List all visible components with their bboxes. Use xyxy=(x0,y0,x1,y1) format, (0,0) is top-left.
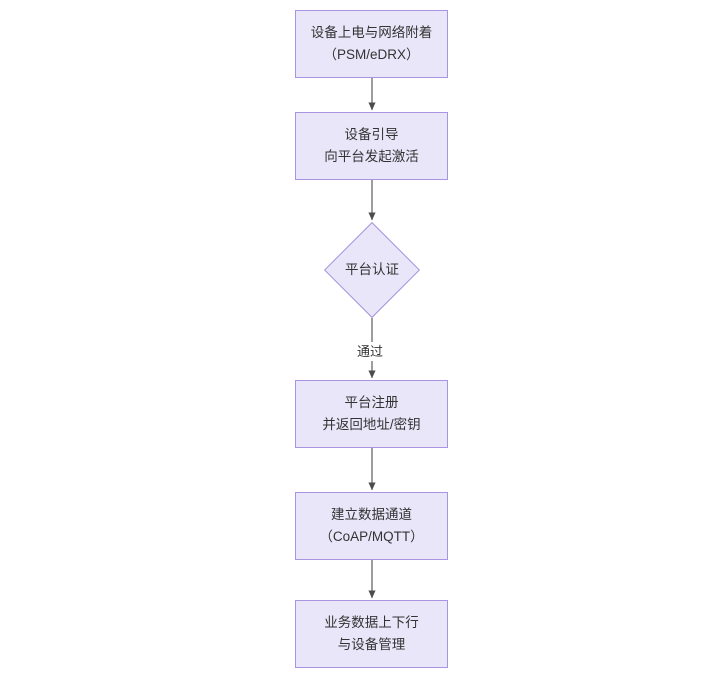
node-label-line: （CoAP/MQTT） xyxy=(319,529,424,544)
node-label-line: 业务数据上下行 xyxy=(324,615,419,630)
node-label-line: 设备上电与网络附着 xyxy=(310,25,433,40)
node-label-line: 设备引导 xyxy=(344,127,399,142)
node-label-line: 平台认证 xyxy=(345,262,399,277)
node-device-power-on[interactable]: 设备上电与网络附着 （PSM/eDRX） xyxy=(295,10,448,78)
node-platform-authentication[interactable]: 平台认证 xyxy=(323,221,421,319)
node-device-bootstrap[interactable]: 设备引导 向平台发起激活 xyxy=(295,112,448,180)
edge-label-pass: 通过 xyxy=(355,342,386,361)
node-establish-data-channel[interactable]: 建立数据通道 （CoAP/MQTT） xyxy=(295,492,448,560)
node-label-line: 建立数据通道 xyxy=(331,507,412,522)
node-label-line: （PSM/eDRX） xyxy=(323,47,420,62)
node-label-line: 并返回地址/密钥 xyxy=(322,417,421,432)
node-business-data-and-device-management[interactable]: 业务数据上下行 与设备管理 xyxy=(295,600,448,668)
node-platform-registration[interactable]: 平台注册 并返回地址/密钥 xyxy=(295,380,448,448)
node-label-line: 与设备管理 xyxy=(337,637,406,652)
node-label-line: 平台注册 xyxy=(344,395,399,410)
node-label-line: 向平台发起激活 xyxy=(324,149,419,164)
